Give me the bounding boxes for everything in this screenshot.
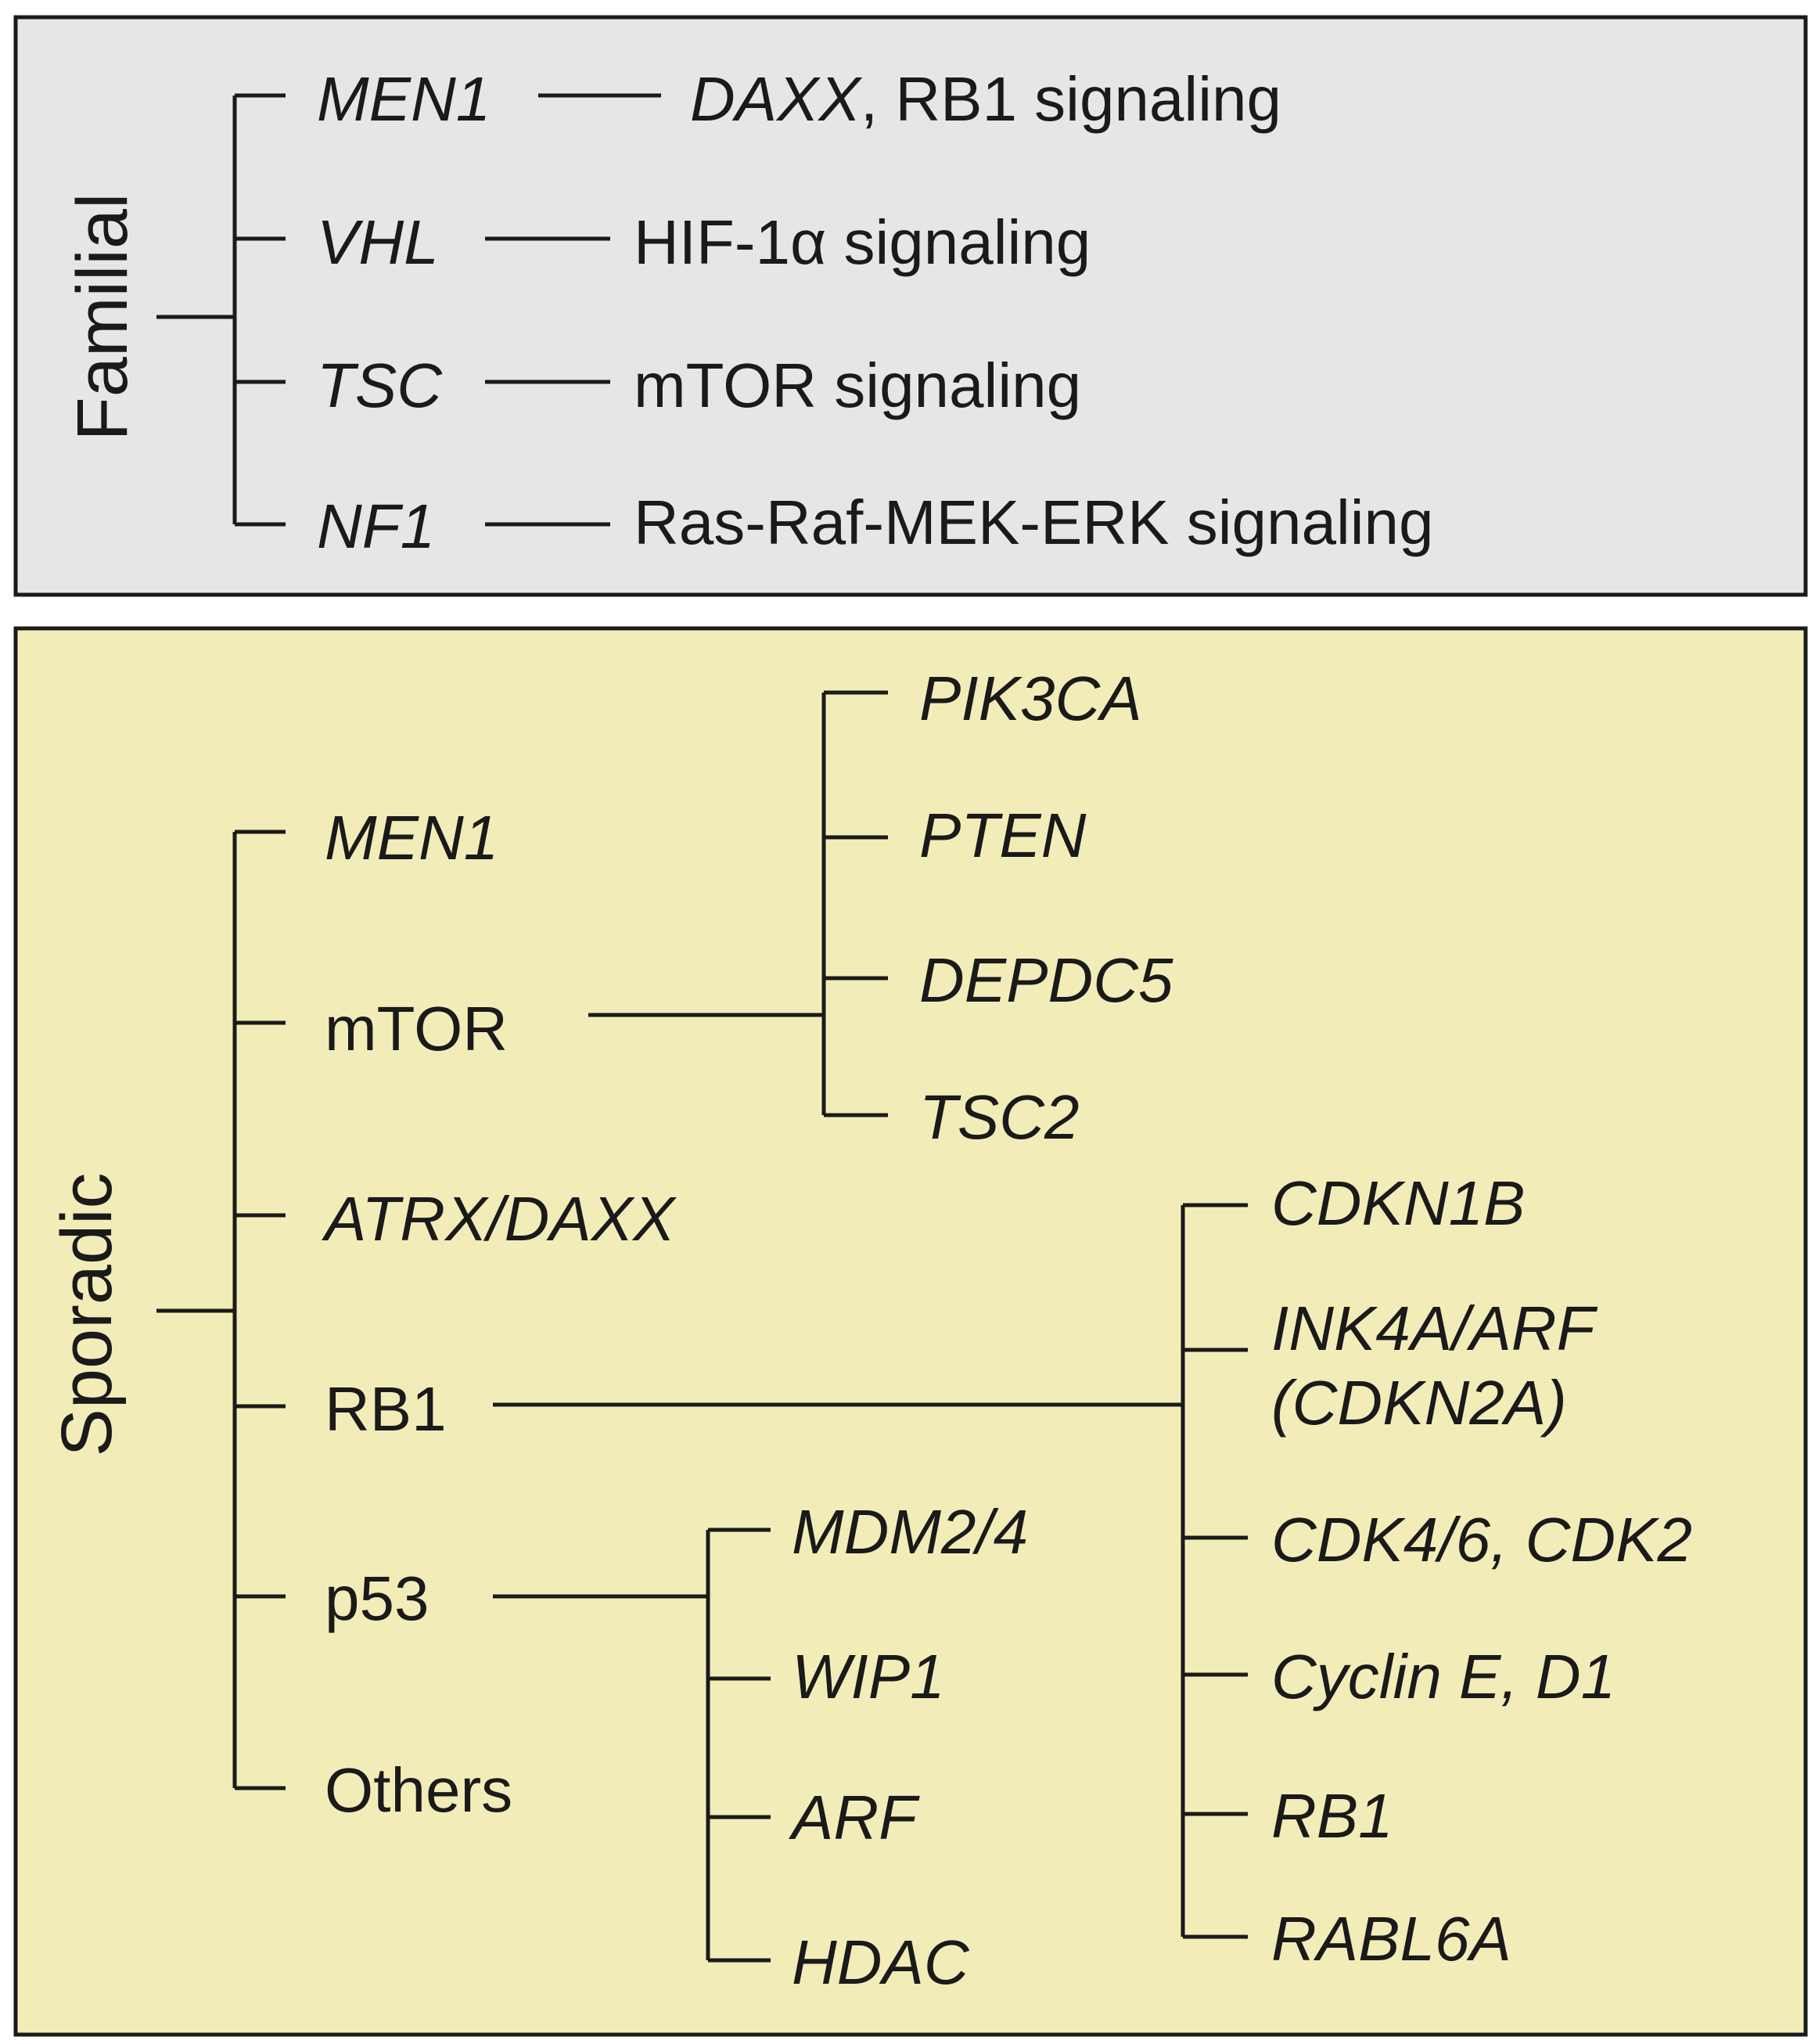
sporadic-label: Sporadic bbox=[47, 1172, 127, 1456]
sporadic-panel: Sporadic bbox=[13, 626, 1808, 2037]
rb1-gene: INK4A/ARF bbox=[1271, 1294, 1598, 1363]
mtor-gene: DEPDC5 bbox=[919, 945, 1173, 1015]
sporadic-item-p53: p53 bbox=[325, 1564, 429, 1633]
rb1-gene: CDK4/6, CDK2 bbox=[1271, 1505, 1692, 1574]
rb1-gene: (CDKN2A) bbox=[1271, 1368, 1567, 1438]
p53-gene: MDM2/4 bbox=[792, 1497, 1028, 1567]
familial-pathway: HIF-1α signaling bbox=[634, 207, 1091, 277]
mtor-gene: PTEN bbox=[919, 801, 1087, 870]
familial-pathway-gene: DAXX bbox=[690, 64, 862, 134]
rb1-gene: RB1 bbox=[1271, 1781, 1393, 1851]
familial-gene: VHL bbox=[317, 207, 439, 277]
familial-pathway-text: , RB1 signaling bbox=[861, 64, 1281, 134]
familial-label: Familial bbox=[63, 193, 142, 441]
mtor-gene: TSC2 bbox=[919, 1082, 1080, 1152]
familial-row: TSC mTOR signaling bbox=[317, 351, 1081, 420]
familial-pathway: DAXX, RB1 signaling bbox=[690, 64, 1281, 134]
familial-panel-background bbox=[13, 15, 1808, 597]
sporadic-item-others: Others bbox=[325, 1755, 512, 1825]
sporadic-item-atrx-daxx: ATRX/DAXX bbox=[322, 1184, 677, 1254]
familial-row: VHL HIF-1α signaling bbox=[317, 207, 1091, 277]
familial-gene: MEN1 bbox=[317, 64, 491, 134]
familial-panel: Familial MEN1 DAXX, RB1 signaling VHL HI… bbox=[13, 15, 1808, 597]
sporadic-item-men1: MEN1 bbox=[325, 803, 498, 873]
familial-gene: TSC bbox=[317, 351, 443, 420]
p53-gene: HDAC bbox=[792, 1927, 970, 1997]
familial-gene: NF1 bbox=[317, 491, 435, 561]
sporadic-item-rb1: RB1 bbox=[325, 1374, 447, 1444]
familial-row: NF1 Ras-Raf-MEK-ERK signaling bbox=[317, 488, 1434, 561]
rb1-gene: RABL6A bbox=[1271, 1904, 1511, 1974]
familial-pathway: Ras-Raf-MEK-ERK signaling bbox=[634, 488, 1434, 557]
p53-gene: WIP1 bbox=[792, 1642, 945, 1711]
sporadic-tree-lines bbox=[156, 690, 1248, 1963]
rb1-gene: Cyclin E, D1 bbox=[1271, 1642, 1616, 1711]
mtor-gene: PIK3CA bbox=[919, 664, 1142, 733]
familial-tree-lines bbox=[156, 93, 661, 527]
p53-gene: ARF bbox=[789, 1783, 920, 1852]
sporadic-panel-background bbox=[13, 626, 1808, 2037]
familial-pathway: mTOR signaling bbox=[634, 351, 1081, 420]
rb1-gene: CDKN1B bbox=[1271, 1168, 1526, 1238]
familial-row: MEN1 DAXX, RB1 signaling bbox=[317, 64, 1281, 134]
sporadic-item-mtor: mTOR bbox=[325, 994, 508, 1063]
